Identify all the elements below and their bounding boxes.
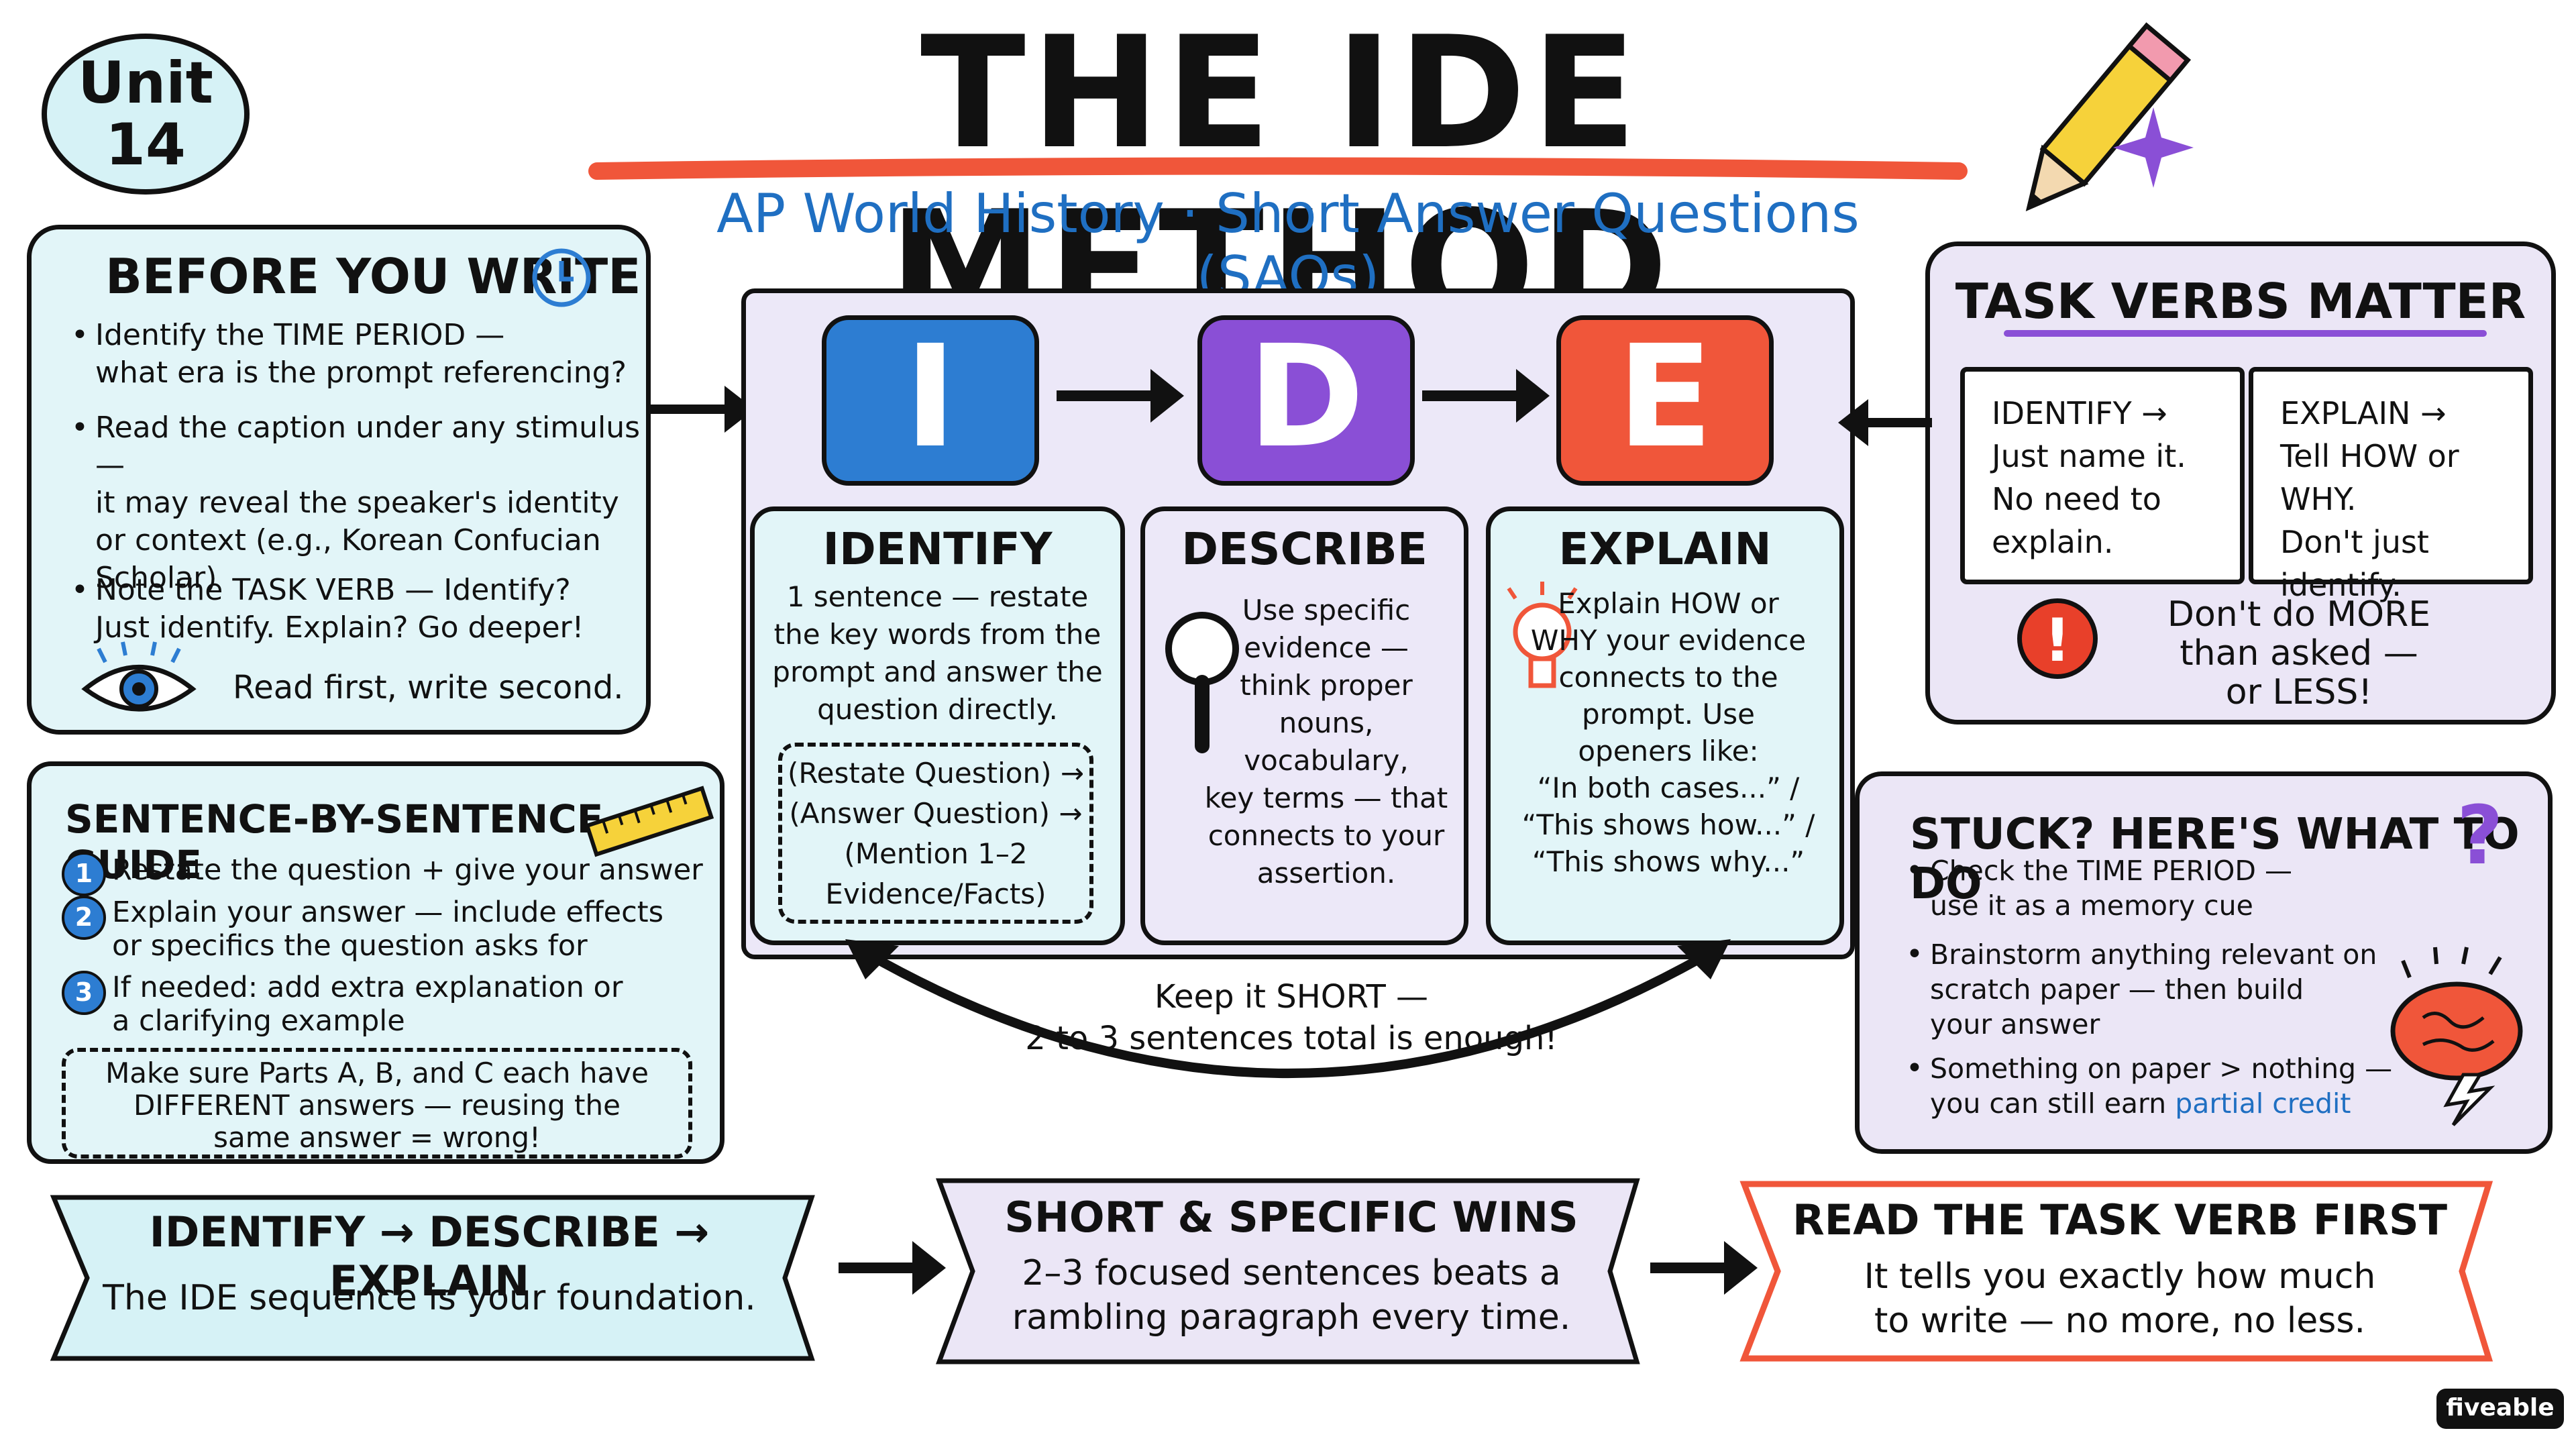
identify-verb-box: IDENTIFY → Just name it. No need to expl… [1960,367,2245,584]
letter-e-tile: E [1556,315,1774,486]
stuck-heading: STUCK? HERE'S WHAT TO DO [1910,810,2520,909]
task-heading-underline [2004,330,2487,337]
explain-card: EXPLAIN Explain HOW or WHY your evidence… [1486,506,1844,945]
before-bullet-1: • Identify the TIME PERIOD — what era is… [71,318,627,390]
step-1-badge: 1 [62,852,106,896]
letter-d-tile: D [1197,315,1415,486]
arrow-ribbon-1-to-2 [839,1241,946,1295]
identify-card: IDENTIFY 1 sentence — restate the key wo… [750,506,1125,945]
before-bullet-2: • Read the caption under any stimulus — … [71,411,641,595]
guide-step-1: Restate the question + give your answer [112,853,703,887]
identify-title: IDENTIFY [822,523,1053,575]
unit-label: Unit [78,50,213,117]
guide-note-box: Make sure Parts A, B, and C each have DI… [62,1048,692,1159]
sparkle-icon [2113,107,2194,188]
magnifier-icon [1165,612,1239,753]
explain-verb-box: EXPLAIN → Tell HOW or WHY. Don't just id… [2249,367,2533,603]
ruler-icon [584,786,714,857]
stuck-bullet-1: •Check the TIME PERIOD —use it as a memo… [1906,853,2293,922]
ribbon-1-text: The IDE sequence is your foundation. [103,1278,756,1318]
explain-text: Explain HOW or WHY your evidence connect… [1521,587,1815,878]
identify-text: 1 sentence — restate the key words from … [772,580,1103,726]
clock-icon [532,248,591,307]
stuck-bullet-3: •Something on paper > nothing — you can … [1906,1051,2393,1120]
arrow-i-to-d [1057,369,1184,423]
step-3-badge: 3 [62,971,106,1015]
describe-title: DESCRIBE [1181,523,1428,575]
ribbon-2-title: SHORT & SPECIFIC WINS [1004,1193,1578,1242]
brain-icon [2390,947,2523,1126]
task-heading: TASK VERBS MATTER [1955,273,2526,329]
arrow-d-to-e [1422,369,1550,423]
task-warning: Don't do MORE than asked — or LESS! [2167,594,2431,712]
sentence-guide-panel: SENTENCE-BY-SENTENCE GUIDE 1 Restate the… [27,761,724,1164]
fiveable-logo: fiveable [2436,1389,2564,1429]
ribbon-2-shape [935,1178,1640,1364]
pencil-icon [2025,22,2192,211]
page-title: THE IDE METHOD [889,4,1674,358]
explain-title: EXPLAIN [1558,523,1772,575]
partial-credit-highlight: partial credit [2175,1087,2351,1120]
task-verbs-panel: TASK VERBS MATTER IDENTIFY → Just name i… [1925,241,2556,724]
arrow-ribbon-2-to-3 [1650,1241,1758,1295]
describe-text: Use specific evidence — think proper nou… [1204,594,1448,890]
before-footer: Read first, write second. [233,669,624,706]
eye-icon [81,641,197,712]
unit-number: 14 [105,111,186,178]
arrow-task-to-ide [1838,399,1932,446]
unit-badge: Unit 14 [42,34,250,195]
describe-card: DESCRIBE Use specific evidence — think p… [1140,506,1468,945]
question-mark-icon: ? [2457,790,2504,883]
ribbon-3-title: READ THE TASK VERB FIRST [1792,1195,2447,1244]
ribbon-1-title: IDENTIFY → DESCRIBE → EXPLAIN [149,1208,710,1305]
stuck-panel: STUCK? HERE'S WHAT TO DO ? •Check the TI… [1855,771,2553,1154]
step-2-badge: 2 [62,896,106,940]
warning-icon: ! [2017,598,2098,679]
identify-steps-box: (Restate Question) → (Answer Question) →… [778,743,1093,924]
letter-i-tile: I [822,315,1039,486]
title-underline [588,157,1968,180]
before-heading: BEFORE YOU WRITE [105,248,641,305]
before-you-write-panel: BEFORE YOU WRITE • Identify the TIME PER… [27,225,651,735]
guide-heading: SENTENCE-BY-SENTENCE GUIDE [65,796,604,888]
lightbulb-icon [1507,582,1578,688]
before-bullet-3: • Note the TASK VERB — Identify? Just id… [71,573,584,645]
arrow-before-to-ide [647,386,755,433]
ribbon-3-shape [1739,1181,2493,1362]
ribbon-1-shape [50,1195,815,1361]
cycle-arrow [845,939,1731,1078]
keep-short-note: Keep it SHORT — 2 to 3 sentences total i… [1025,978,1558,1057]
